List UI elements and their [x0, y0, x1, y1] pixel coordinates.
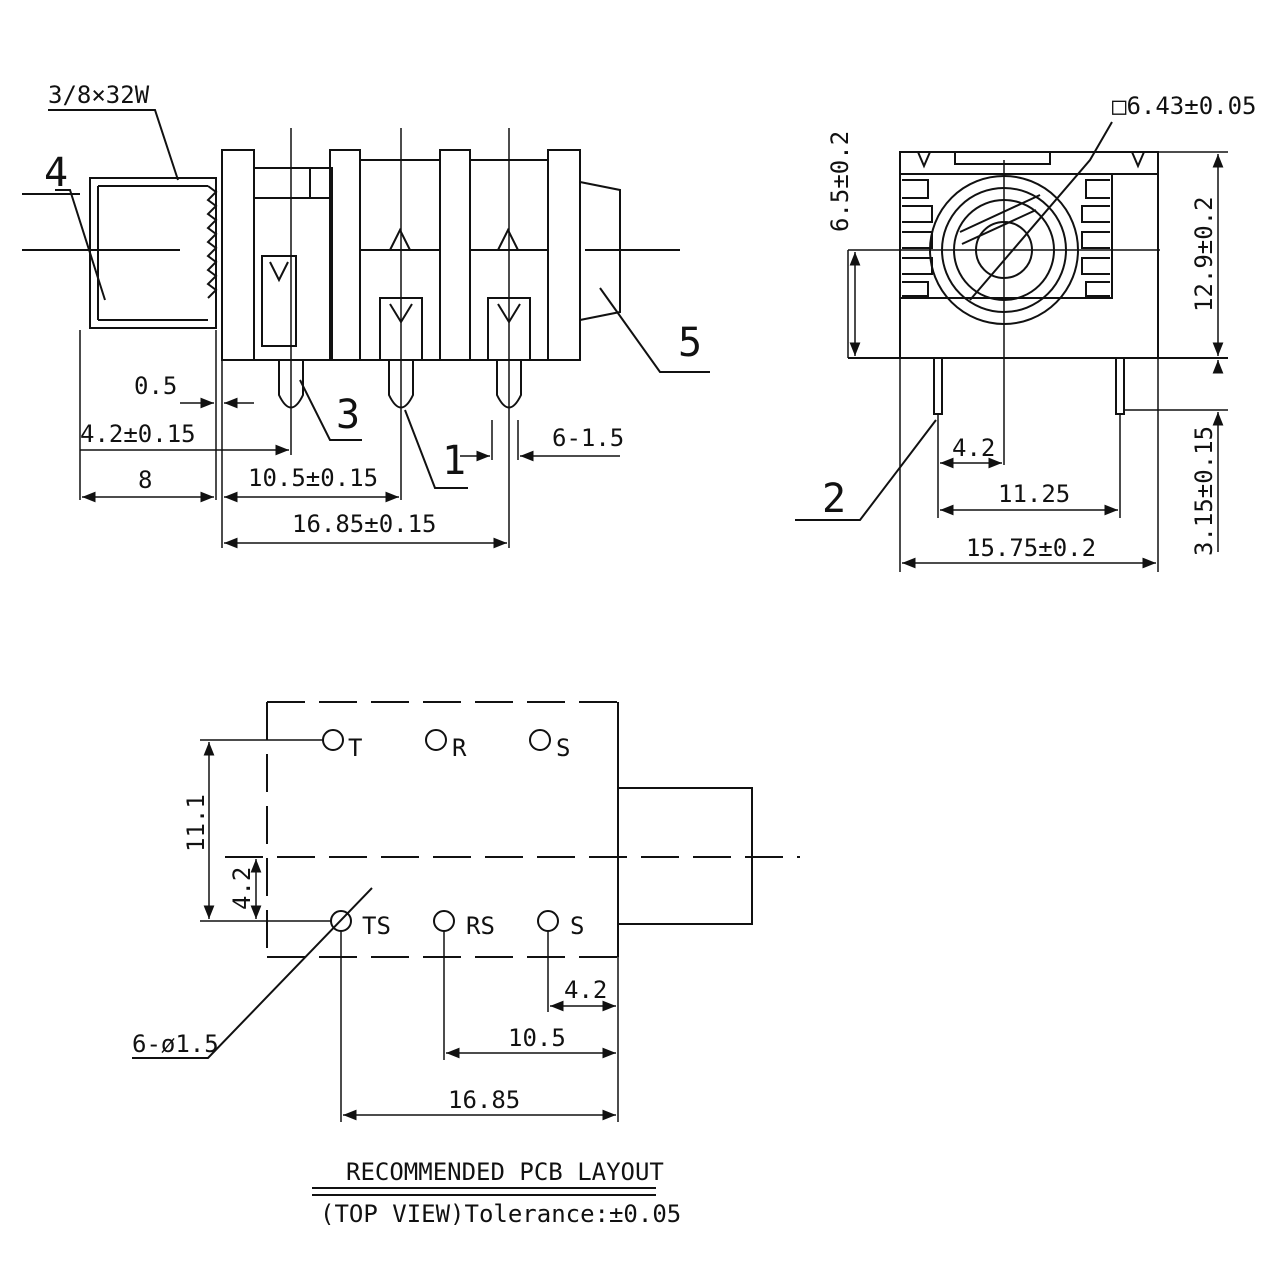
- pin-label-ts: TS: [362, 912, 391, 940]
- hole-rs: [433, 910, 455, 932]
- dim-8: 8: [138, 466, 152, 494]
- dim-16-85-tol: 16.85±0.15: [292, 510, 437, 538]
- hole-spec-label: 6-ø1.5: [132, 1030, 219, 1058]
- dim-11-25: 11.25: [998, 480, 1070, 508]
- pin-label-t: T: [348, 734, 362, 762]
- callout-5: 5: [678, 320, 702, 366]
- pin-label-r: R: [452, 734, 467, 762]
- dim-6-1-5: 6-1.5: [552, 424, 624, 452]
- jack-body: [221, 128, 621, 548]
- pcb-layout: T R S TS RS S 11.1 4.2 4.2 10.5 16.85 6-…: [132, 701, 800, 1228]
- front-view: □6.43±0.05 6.5±0.2 12.9±0.2 3.15±0.15 4.…: [795, 92, 1257, 572]
- dim-4-2-front: 4.2: [952, 434, 995, 462]
- dim-square: □6.43±0.05: [1112, 92, 1257, 120]
- solder-pins: [278, 360, 522, 409]
- layout-subtitle: (TOP VIEW)Tolerance:±0.05: [320, 1200, 681, 1228]
- hole-s-bottom: [537, 910, 559, 932]
- dim-6-5: 6.5±0.2: [826, 131, 854, 232]
- dim-0-5: 0.5: [134, 372, 177, 400]
- dim-12-9: 12.9±0.2: [1190, 196, 1218, 312]
- dim-16-85: 16.85: [448, 1086, 520, 1114]
- dim-4-2-left: 4.2: [228, 867, 256, 910]
- hole-r: [425, 729, 447, 751]
- callout-3: 3: [336, 392, 360, 438]
- pin-label-rs: RS: [466, 912, 495, 940]
- dim-11-1: 11.1: [182, 794, 210, 852]
- dim-10-5: 10.5: [508, 1024, 566, 1052]
- hole-t: [322, 729, 344, 751]
- pin-label-s-top: S: [556, 734, 570, 762]
- dim-10-5-tol: 10.5±0.15: [248, 464, 378, 492]
- hole-s-top: [529, 729, 551, 751]
- threaded-bushing: [89, 177, 218, 329]
- dim-15-75: 15.75±0.2: [966, 534, 1096, 562]
- callout-2: 2: [822, 476, 846, 522]
- callout-4: 4: [44, 150, 68, 196]
- pin-label-s-bottom: S: [570, 912, 584, 940]
- dim-4-2-right: 4.2: [564, 976, 607, 1004]
- callout-1: 1: [442, 438, 466, 484]
- thread-label: 3/8×32W: [48, 81, 150, 109]
- layout-title: RECOMMENDED PCB LAYOUT: [346, 1158, 664, 1186]
- dim-3-15: 3.15±0.15: [1190, 426, 1218, 556]
- side-view: 3/8×32W 4 3 1 5 0.5 4.2±0.15 8 10.5±0.15…: [22, 81, 710, 549]
- dim-4-2-tol: 4.2±0.15: [80, 420, 196, 448]
